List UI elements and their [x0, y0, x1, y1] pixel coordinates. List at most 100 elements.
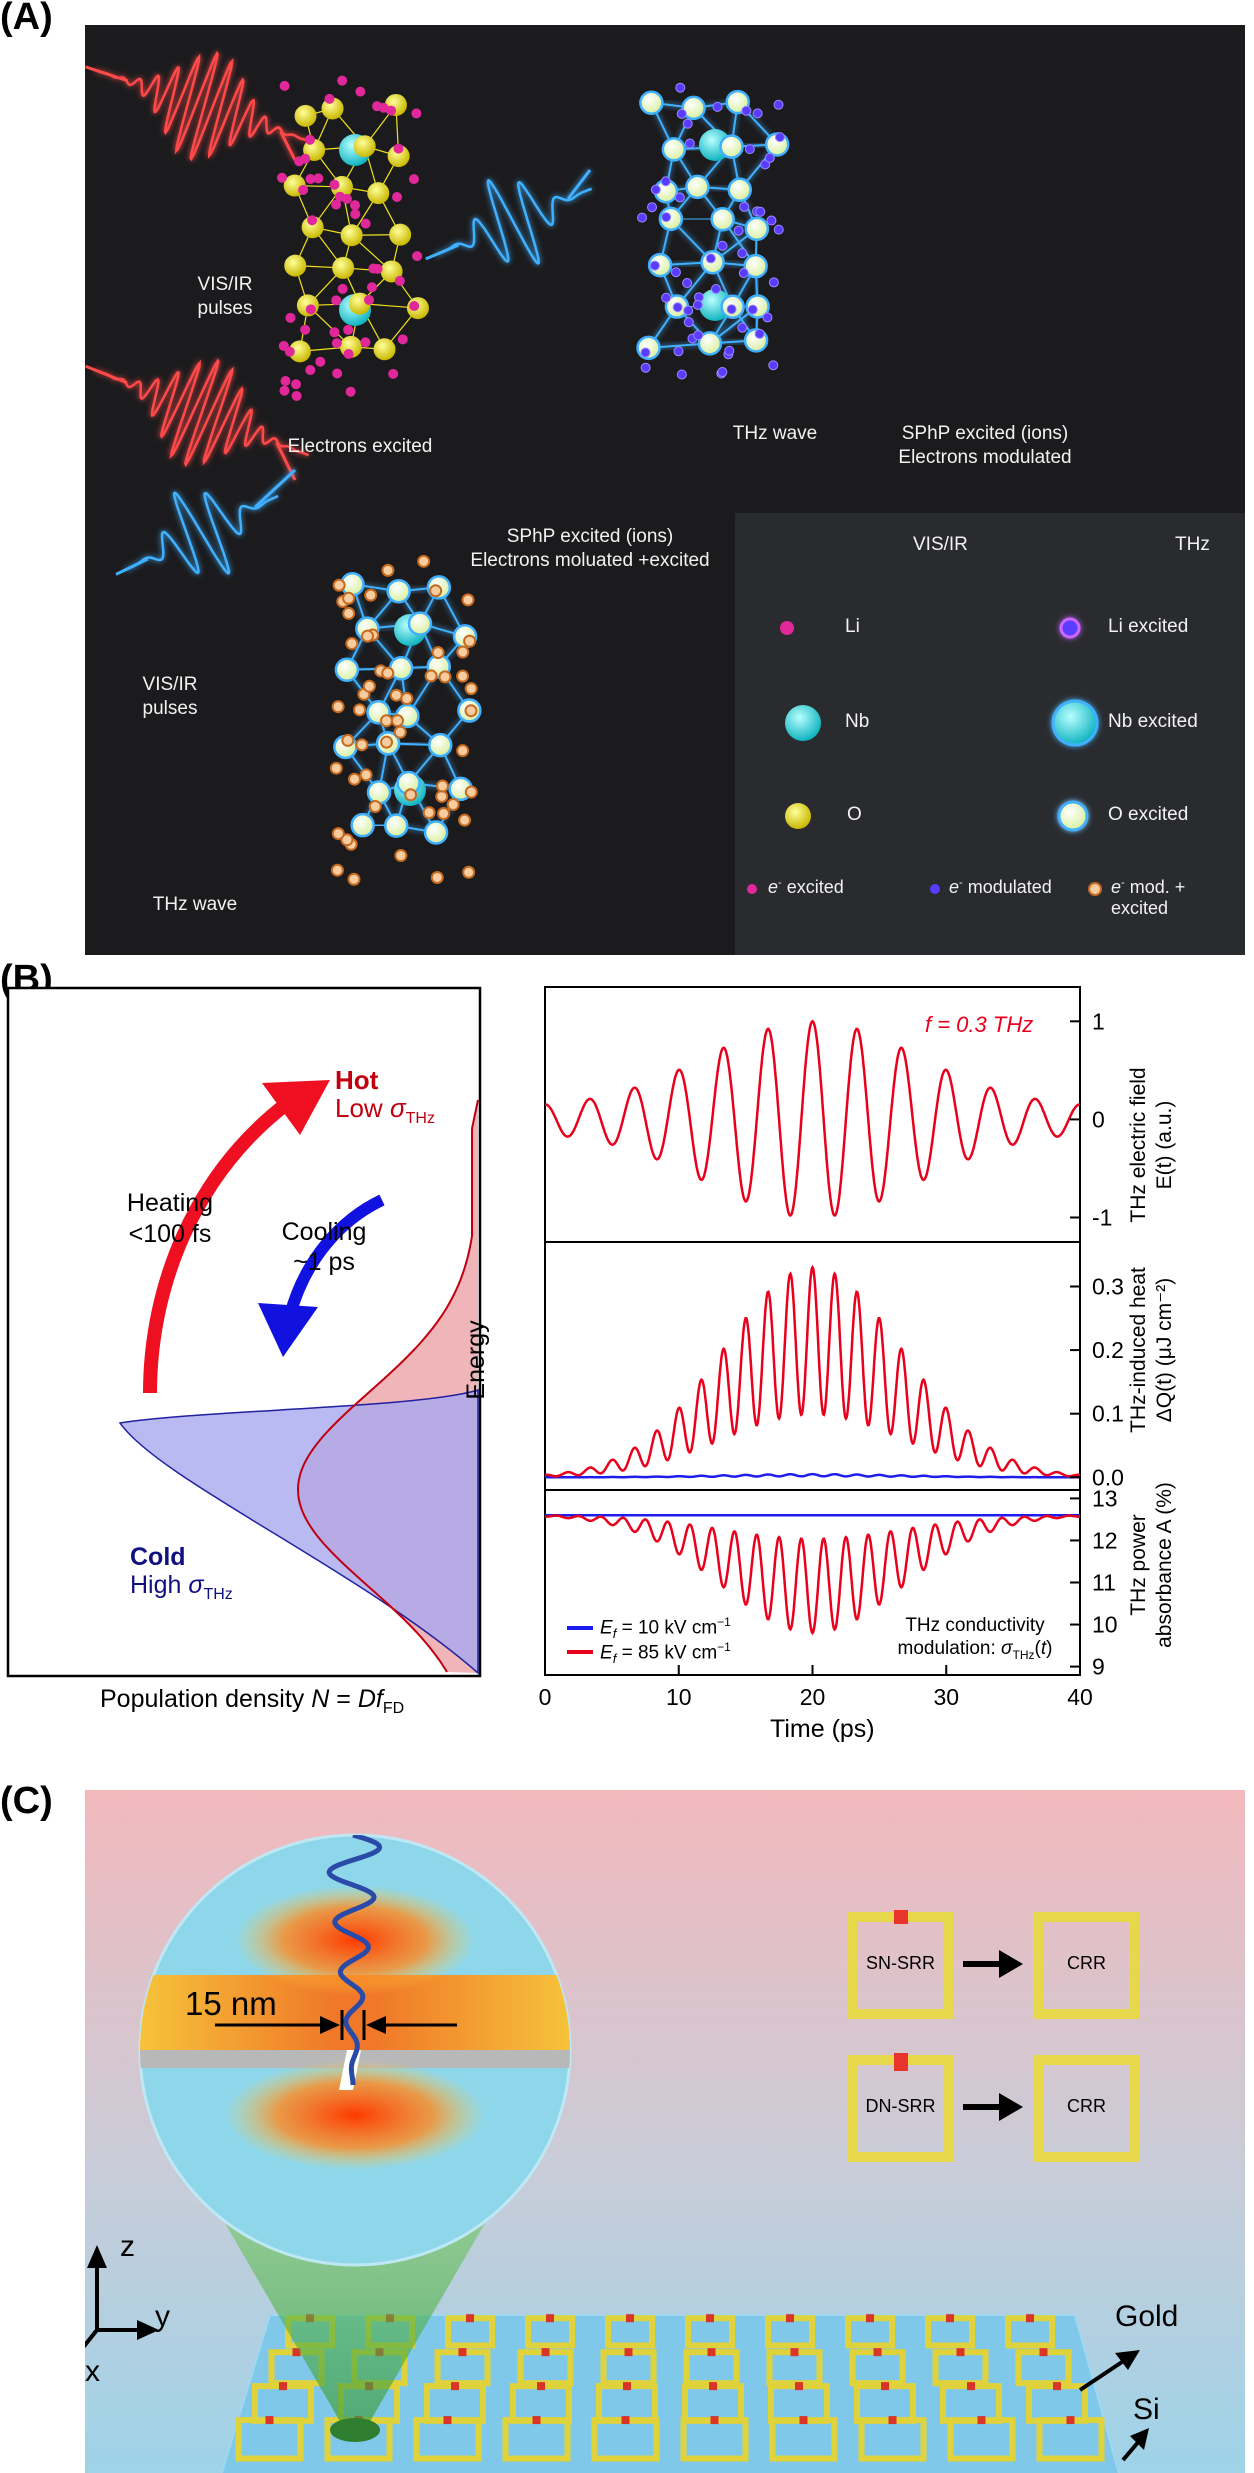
- electron-modulated: [647, 202, 658, 213]
- electron-excited: [397, 334, 408, 345]
- electron-mod-excited: [422, 806, 436, 820]
- dn-srr-gap-2: [894, 2065, 908, 2071]
- legend-nb-excited-label: Nb excited: [1108, 711, 1198, 732]
- gold-arrowhead: [1115, 2350, 1140, 2370]
- legend-10kv-label: Ef = 10 kV cm−1: [600, 1615, 731, 1642]
- srr-gap: [790, 2348, 799, 2357]
- electron-mod-excited: [389, 688, 403, 702]
- electron-modulated: [773, 224, 784, 235]
- o-atom: [727, 177, 753, 203]
- pulse-tail: [254, 468, 297, 509]
- vis-ir-pulse-top: [85, 50, 314, 162]
- electron-mod-excited: [431, 646, 445, 660]
- y-tick-label: 0.0: [1092, 1464, 1124, 1490]
- electron-mod-excited: [331, 827, 345, 841]
- electron-mod-excited: [435, 779, 449, 793]
- electron-excited: [300, 324, 311, 335]
- srr-gap: [546, 2314, 554, 2323]
- o-atom: [697, 331, 723, 356]
- electron-modulated: [675, 82, 686, 93]
- o-atom: [366, 780, 392, 805]
- electron-excited: [337, 283, 348, 294]
- electron-modulated: [661, 212, 672, 223]
- cooling-label: Cooling~1 ps: [281, 1218, 367, 1276]
- srr-gap: [710, 2416, 719, 2425]
- srr-gap: [799, 2416, 808, 2425]
- o-atom: [332, 256, 355, 279]
- o-atom: [743, 253, 768, 279]
- vis-ir-pulse-bottom: [85, 358, 310, 481]
- srr-gap: [786, 2314, 794, 2323]
- gold-label: Gold: [1115, 2300, 1179, 2333]
- electron-mod-excited: [456, 645, 470, 659]
- legend-e-excited-label: e- excited: [768, 877, 844, 897]
- electron-excited: [331, 199, 342, 210]
- electron-mod-excited: [347, 872, 361, 886]
- field-hotspot-bottom: [225, 2060, 485, 2170]
- cooling-arrow: [284, 1194, 385, 1317]
- population-density-label: Population density N = DfFD: [100, 1685, 405, 1717]
- dn-srr-gap-1: [894, 2053, 908, 2067]
- x-axis-label: Time (ps): [770, 1715, 875, 1743]
- electron-modulated: [693, 330, 704, 341]
- dn-srr-label: DN-SRR: [865, 2096, 936, 2116]
- electron-modulated: [637, 212, 648, 223]
- electron-modulated: [739, 201, 750, 212]
- panel-a-drawing: [85, 50, 790, 886]
- legend-e-modulated-label: e- modulated: [949, 877, 1052, 897]
- y-tick-label: 11: [1092, 1570, 1116, 1596]
- crystal-sphp-modulated-excited: [329, 554, 482, 886]
- y-tick-label: 0.1: [1092, 1401, 1124, 1427]
- electron-mod-excited: [353, 703, 367, 717]
- hot-distribution-curve: [296, 1099, 479, 1673]
- electron-mod-excited: [332, 578, 346, 592]
- srr-gap: [265, 2416, 274, 2425]
- electron-excited: [285, 312, 296, 323]
- electron-modulated: [744, 144, 755, 155]
- electron-mod-excited: [364, 588, 378, 602]
- o-atom: [383, 813, 409, 838]
- electron-excited: [305, 365, 316, 376]
- srr-gap: [977, 2416, 986, 2425]
- crystal-sphp-modulated: [636, 82, 790, 380]
- electron-mod-excited: [417, 554, 431, 568]
- electron-modulated: [676, 108, 687, 119]
- electron-mod-excited: [430, 870, 444, 884]
- y-tick-label: 13: [1092, 1485, 1118, 1511]
- absorbance-chart: [545, 1513, 1080, 1636]
- crr-label-1: CRR: [1067, 1953, 1106, 1973]
- srr-gap: [707, 2348, 716, 2357]
- electron-modulated: [705, 253, 716, 264]
- electron-mod-excited: [381, 563, 395, 577]
- absorbance-series-85kv: [545, 1514, 1080, 1636]
- electron-modulated: [650, 184, 661, 195]
- legend-thz-label: THz: [1175, 534, 1210, 555]
- y-tick-label: 0.2: [1092, 1337, 1124, 1363]
- gap-size-label: 15 nm: [185, 1985, 277, 2022]
- cooling-arrow-head: [258, 1303, 318, 1357]
- legend-o-excited-label: O excited: [1108, 804, 1189, 825]
- sn-srr-gap: [894, 1910, 908, 1924]
- frequency-label: f = 0.3 THz: [925, 1012, 1034, 1037]
- o-atom: [407, 611, 433, 636]
- electron-modulated: [670, 267, 681, 278]
- electron-excited: [315, 356, 326, 367]
- panel-c-drawing: [85, 1790, 1245, 2473]
- o-atom: [284, 254, 307, 277]
- electron-mod-excited: [368, 800, 382, 814]
- srr-gap: [795, 2382, 803, 2391]
- legend-e-mod-excited-label: e- mod. + excited: [1111, 877, 1186, 918]
- electron-modulated: [766, 215, 777, 226]
- pulse-tail: [566, 169, 592, 200]
- o-atom: [373, 338, 396, 361]
- x-tick-label: 20: [800, 1684, 826, 1710]
- thz-wave-squiggle: [326, 1835, 383, 2085]
- o-atom: [301, 216, 324, 239]
- high-sigma-label: High σTHz: [130, 1571, 233, 1603]
- electron-modulated: [712, 101, 723, 112]
- gold-arrow: [1078, 2358, 1127, 2392]
- x-tick-label: 40: [1067, 1684, 1093, 1710]
